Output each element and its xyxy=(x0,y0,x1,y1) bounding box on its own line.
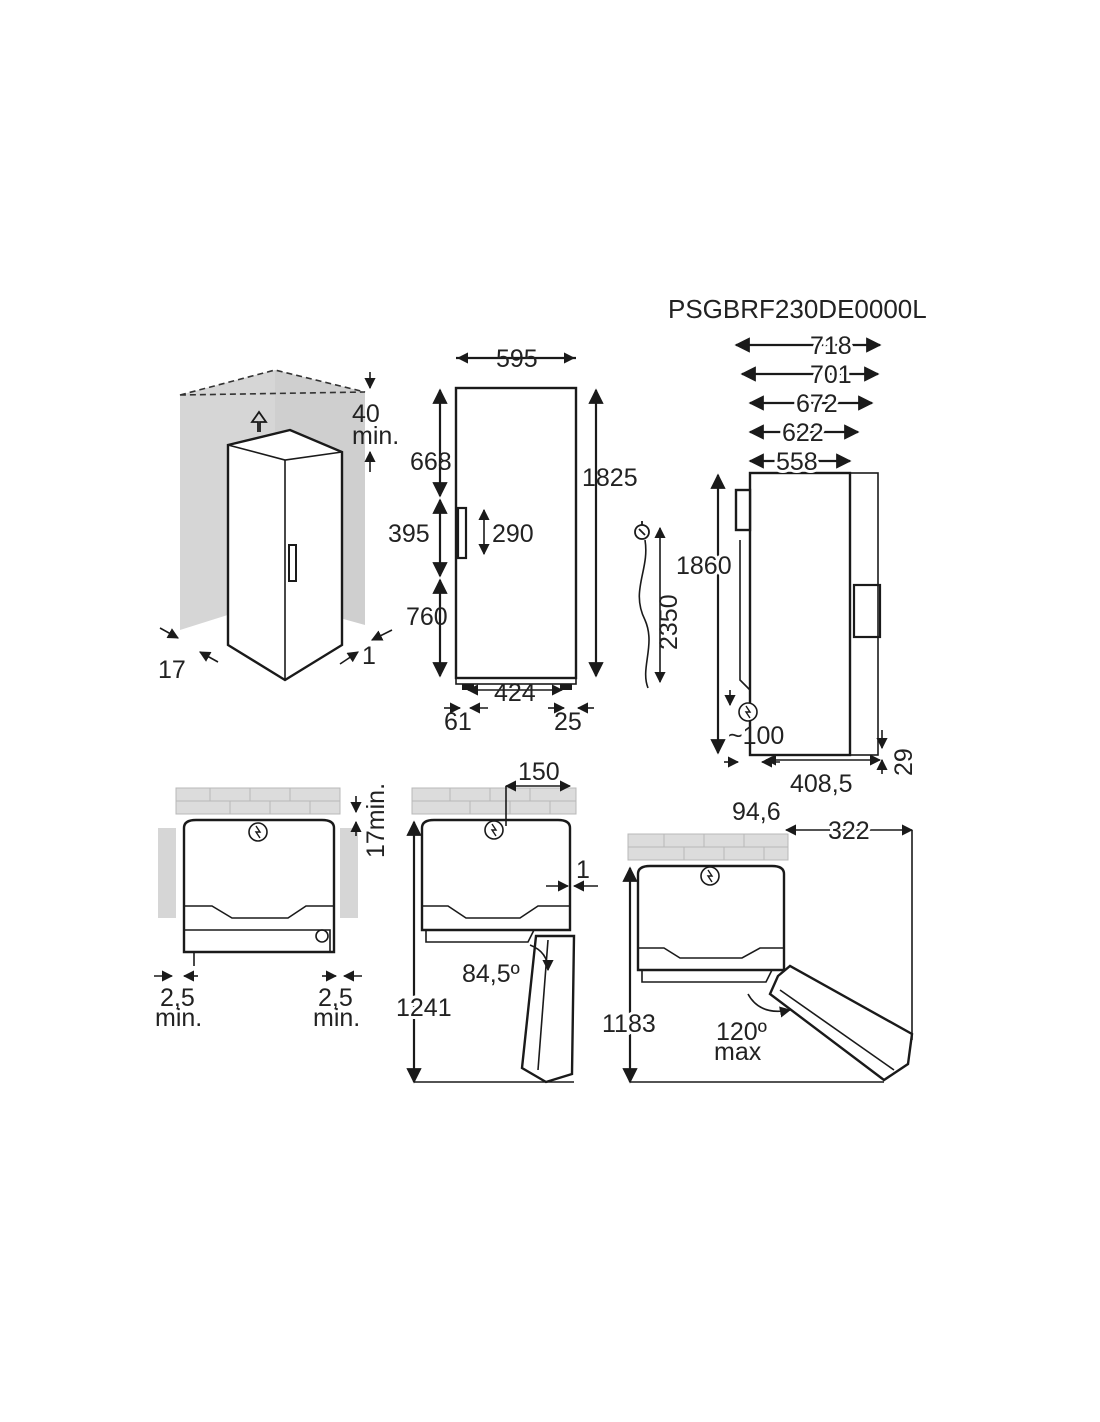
door-gap-label: 1 xyxy=(576,856,590,884)
top-view-gap-label: 17min. xyxy=(362,783,390,858)
handle-zone-label: 395 xyxy=(388,520,430,548)
top-view-door-120: 120º max 322 1183 xyxy=(599,814,914,1084)
open-angle-2-label: 120º xyxy=(716,1018,767,1046)
depth-701-label: 701 xyxy=(810,361,852,389)
clearance-top-label: 40 xyxy=(352,400,380,428)
top-view-niche: 17min. 2,5 min. 2,5 min. xyxy=(154,783,390,1032)
width-label: 595 xyxy=(496,345,538,373)
side-gap-right-min-label: min. xyxy=(313,1004,360,1032)
depth-718-label: 718 xyxy=(810,332,852,360)
plug-symbol-icon xyxy=(248,822,268,842)
side-gap-right-label: 2,5 xyxy=(318,984,353,1012)
clearance-top-min-label: min. xyxy=(352,422,399,450)
depth-558-label: 558 xyxy=(776,448,818,476)
clearance-left-label: 17 xyxy=(158,656,186,684)
foot-left-label: 61 xyxy=(444,708,472,736)
top-view-door-90: 150 1 84,5º 1241 xyxy=(393,758,598,1084)
front-handle xyxy=(456,506,468,560)
rear-foot-label: 94,6 xyxy=(732,798,781,826)
airflow-arrow-icon xyxy=(250,410,268,432)
perspective-view: 40 min. 17 1 xyxy=(158,369,399,684)
side-gap-left-label: 2,5 xyxy=(160,984,195,1012)
side-view: 718 701 672 622 558 1860 ~100 29 408,5 9… xyxy=(673,329,918,826)
feet-spacing-label: 424 xyxy=(494,679,536,707)
foot-height-label: 29 xyxy=(890,748,918,776)
door-overhang-label: 322 xyxy=(828,817,870,845)
cable-view: 2350 xyxy=(634,521,683,689)
lower-section-label: 760 xyxy=(406,603,448,631)
side-gap-left-min-label: min. xyxy=(155,1004,202,1032)
cable-length-label: 2350 xyxy=(655,594,683,650)
plug-symbol-icon xyxy=(484,820,504,840)
foot-depth-label: 408,5 xyxy=(790,770,853,798)
plug-symbol-icon xyxy=(738,702,758,722)
side-handle xyxy=(852,583,882,639)
depth-open-2-label: 1183 xyxy=(602,1010,656,1038)
handle-length-label: 290 xyxy=(492,520,534,548)
hinge-offset-label: 150 xyxy=(518,758,560,786)
perspective-handle xyxy=(288,544,297,582)
height-label: 1825 xyxy=(582,464,638,492)
upper-section-label: 668 xyxy=(410,448,452,476)
front-view: 595 1825 668 395 760 290 424 61 25 xyxy=(388,345,638,736)
open-angle-1-label: 84,5º xyxy=(462,960,520,988)
depth-open-1-label: 1241 xyxy=(396,994,452,1022)
depth-672-label: 672 xyxy=(796,390,838,418)
power-plug-icon xyxy=(634,521,650,540)
open-angle-2-max-label: max xyxy=(714,1038,762,1066)
depth-622-label: 622 xyxy=(782,419,824,447)
model-title: PSGBRF230DE0000L xyxy=(668,294,927,324)
clearance-right-label: 1 xyxy=(362,642,376,670)
plug-symbol-icon xyxy=(700,866,720,886)
side-height-label: 1860 xyxy=(676,552,732,580)
foot-right-label: 25 xyxy=(554,708,582,736)
plug-offset-label: ~100 xyxy=(728,722,784,750)
